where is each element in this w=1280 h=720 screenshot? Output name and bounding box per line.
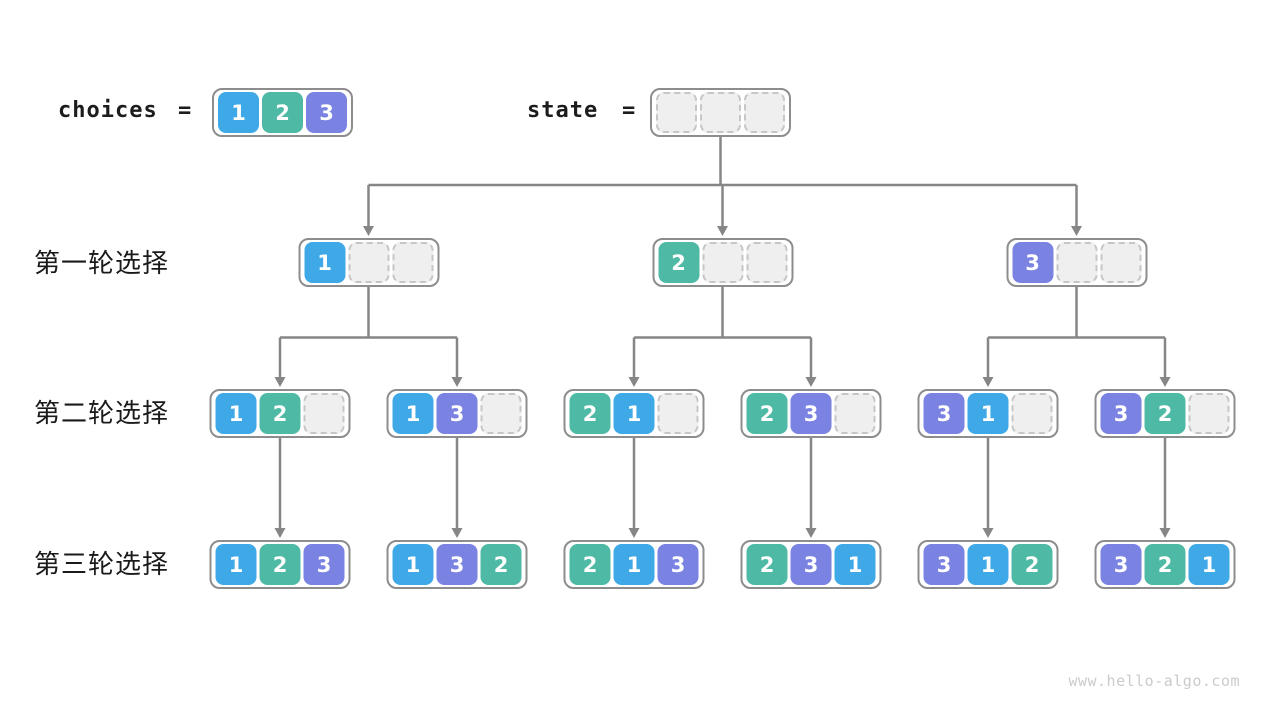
state-node-3: 3 <box>1006 238 1147 287</box>
state-array-box <box>650 88 791 137</box>
array-cell-empty <box>303 393 345 434</box>
array-cell-empty <box>656 92 697 133</box>
array-cell-2: 2 <box>746 393 788 434</box>
array-cell-3: 3 <box>657 544 699 585</box>
array-cell-3: 3 <box>790 544 832 585</box>
array-cell-empty <box>657 393 699 434</box>
array-cell-1: 1 <box>392 393 434 434</box>
array-cell-1: 1 <box>215 393 257 434</box>
array-cell-3: 3 <box>1012 242 1053 283</box>
array-cell-1: 1 <box>215 544 257 585</box>
row-label-round-2: 第二轮选择 <box>34 398 170 428</box>
array-cell-empty <box>1100 242 1141 283</box>
array-cell-1: 1 <box>613 544 655 585</box>
choices-equals-sign: = <box>178 98 193 123</box>
array-cell-2: 2 <box>746 544 788 585</box>
state-node-2: 2 <box>652 238 793 287</box>
array-cell-3: 3 <box>923 393 965 434</box>
array-cell-empty <box>700 92 741 133</box>
array-cell-3: 3 <box>436 544 478 585</box>
array-cell-1: 1 <box>218 92 259 133</box>
array-cell-2: 2 <box>480 544 522 585</box>
array-cell-empty <box>348 242 389 283</box>
array-cell-3: 3 <box>436 393 478 434</box>
array-cell-empty <box>744 92 785 133</box>
watermark: www.hello-algo.com <box>1068 672 1240 690</box>
array-cell-2: 2 <box>259 544 301 585</box>
array-cell-empty <box>746 242 787 283</box>
array-cell-empty <box>392 242 433 283</box>
array-cell-2: 2 <box>569 544 611 585</box>
array-cell-1: 1 <box>967 544 1009 585</box>
array-cell-empty <box>480 393 522 434</box>
array-cell-1: 1 <box>967 393 1009 434</box>
array-cell-2: 2 <box>262 92 303 133</box>
array-cell-1: 1 <box>304 242 345 283</box>
array-cell-2: 2 <box>1011 544 1053 585</box>
array-cell-2: 2 <box>1144 544 1186 585</box>
array-cell-empty <box>1011 393 1053 434</box>
array-cell-3: 3 <box>923 544 965 585</box>
array-cell-2: 2 <box>1144 393 1186 434</box>
state-equals-sign: = <box>622 98 637 123</box>
array-cell-empty <box>1056 242 1097 283</box>
array-cell-empty <box>834 393 876 434</box>
array-cell-3: 3 <box>1100 393 1142 434</box>
array-cell-2: 2 <box>658 242 699 283</box>
array-cell-3: 3 <box>303 544 345 585</box>
state-label: state <box>527 98 599 123</box>
array-cell-empty <box>1188 393 1230 434</box>
array-cell-1: 1 <box>392 544 434 585</box>
array-cell-2: 2 <box>259 393 301 434</box>
array-cell-3: 3 <box>306 92 347 133</box>
array-cell-empty <box>702 242 743 283</box>
row-label-round-3: 第三轮选择 <box>34 549 170 579</box>
array-cell-2: 2 <box>569 393 611 434</box>
array-cell-1: 1 <box>834 544 876 585</box>
array-cell-3: 3 <box>1100 544 1142 585</box>
row-label-round-1: 第一轮选择 <box>34 248 170 278</box>
choices-label: choices <box>58 98 158 123</box>
state-node-1: 1 <box>298 238 439 287</box>
array-cell-1: 1 <box>1188 544 1230 585</box>
array-cell-3: 3 <box>790 393 832 434</box>
array-cell-1: 1 <box>613 393 655 434</box>
